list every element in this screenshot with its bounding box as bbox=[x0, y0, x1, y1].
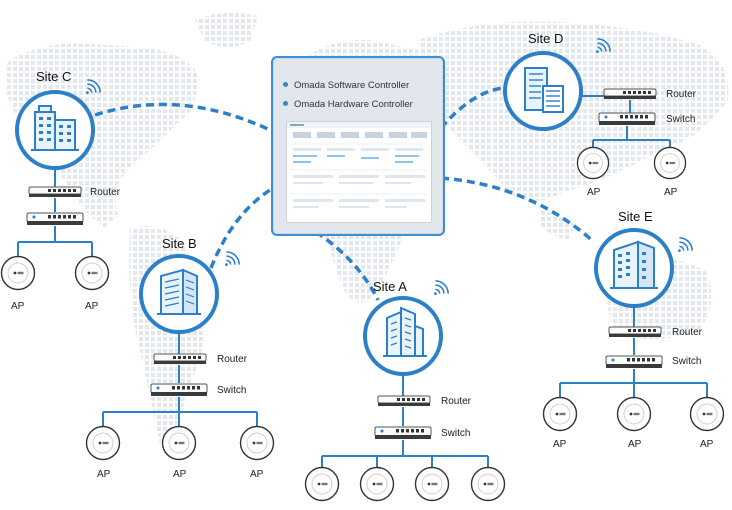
site-b-router-icon bbox=[153, 353, 207, 365]
site-c-ap-label-1: AP bbox=[11, 301, 25, 312]
site-d-router-label: Router bbox=[666, 89, 697, 100]
site-a-wifi-icon bbox=[433, 280, 449, 296]
bullet-icon bbox=[283, 81, 288, 87]
site-e-label: Site E bbox=[618, 209, 653, 224]
site-b-ap-icon-2 bbox=[161, 425, 197, 461]
link-controller-site-b bbox=[209, 188, 271, 269]
controller-item-software: Omada Software Controller bbox=[283, 80, 409, 91]
omada-controller-panel: Omada Software Controller Omada Hardware… bbox=[271, 56, 445, 236]
site-d-switch-label: Switch bbox=[666, 114, 696, 125]
site-b-switch-label: Switch bbox=[217, 385, 247, 396]
site-b-ap-label-1: AP bbox=[97, 469, 111, 480]
site-a-ap-icon-4 bbox=[470, 466, 506, 502]
site-c-switch-icon bbox=[26, 212, 84, 226]
controller-item-hardware: Omada Hardware Controller bbox=[283, 99, 413, 110]
site-c-ap-label-2: AP bbox=[85, 301, 99, 312]
site-a-group bbox=[304, 280, 506, 502]
site-e-switch-label: Switch bbox=[672, 356, 702, 367]
site-c-ap-icon-2 bbox=[74, 255, 110, 291]
site-e-group bbox=[542, 228, 725, 432]
site-a-router-label: Router bbox=[441, 396, 472, 407]
site-a-switch-label: Switch bbox=[441, 428, 471, 439]
site-e-ap-label-2: AP bbox=[628, 439, 642, 450]
dashboard-thumbnail-graphic bbox=[287, 122, 431, 208]
link-controller-site-a bbox=[315, 230, 380, 301]
controller-item-hardware-label: Omada Hardware Controller bbox=[294, 99, 413, 110]
site-b-ap-icon-3 bbox=[239, 425, 275, 461]
link-controller-site-d bbox=[439, 86, 504, 130]
site-b-label: Site B bbox=[162, 236, 197, 251]
site-d-ap-icon-1 bbox=[576, 146, 610, 180]
controller-item-software-label: Omada Software Controller bbox=[294, 80, 410, 91]
site-c-router-icon bbox=[28, 186, 82, 198]
site-c-group bbox=[0, 79, 110, 291]
site-b-router-label: Router bbox=[217, 354, 248, 365]
site-b-ap-label-3: AP bbox=[250, 469, 264, 480]
wan-links bbox=[94, 86, 596, 301]
controller-dashboard-thumbnail bbox=[286, 121, 432, 223]
site-a-label: Site A bbox=[373, 279, 407, 294]
site-a-ap-icon-2 bbox=[359, 466, 395, 502]
site-c-ap-icon-1 bbox=[0, 255, 36, 291]
site-e-ap-label-3: AP bbox=[700, 439, 714, 450]
site-e-ap-label-1: AP bbox=[553, 439, 567, 450]
site-c-label: Site C bbox=[36, 69, 72, 84]
site-b-ap-label-2: AP bbox=[173, 469, 187, 480]
bullet-icon bbox=[283, 100, 288, 106]
link-controller-site-e bbox=[440, 176, 596, 244]
site-e-switch-icon bbox=[605, 355, 663, 369]
site-d-ap-label-1: AP bbox=[587, 187, 601, 198]
site-a-router-icon bbox=[377, 395, 431, 407]
site-a-switch-icon bbox=[374, 426, 432, 440]
site-d-ap-icon-2 bbox=[653, 146, 687, 180]
site-c-router-label: Router bbox=[90, 187, 121, 198]
site-e-ap-icon-3 bbox=[689, 396, 725, 432]
site-d-switch-icon bbox=[598, 112, 656, 126]
link-controller-site-c bbox=[94, 102, 271, 132]
site-d-label: Site D bbox=[528, 31, 564, 46]
site-e-ap-icon-1 bbox=[542, 396, 578, 432]
site-d-group bbox=[503, 38, 687, 180]
site-b-wifi-icon bbox=[224, 251, 240, 267]
site-d-ap-label-2: AP bbox=[664, 187, 678, 198]
site-a-ap-icon-1 bbox=[304, 466, 340, 502]
site-b-ap-icon-1 bbox=[85, 425, 121, 461]
site-e-ap-icon-2 bbox=[616, 396, 652, 432]
site-e-router-label: Router bbox=[672, 327, 703, 338]
site-b-switch-icon bbox=[150, 383, 208, 397]
site-e-router-icon bbox=[608, 326, 662, 338]
site-a-ap-icon-3 bbox=[414, 466, 450, 502]
site-d-router-icon bbox=[603, 88, 657, 100]
site-b-group bbox=[85, 251, 275, 461]
site-e-wifi-icon bbox=[677, 237, 693, 253]
